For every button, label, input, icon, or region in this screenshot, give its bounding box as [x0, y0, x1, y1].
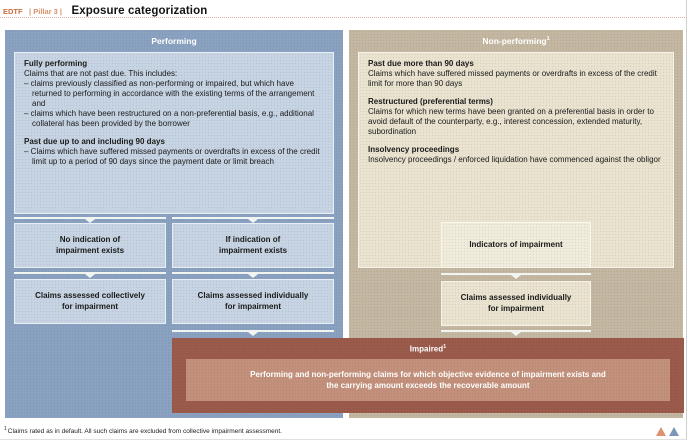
no-indication-impairment-box: No indication of impairment exists [14, 223, 166, 268]
bullet-item: – claims previously classified as non-pe… [24, 79, 315, 108]
claims-collective-assessment-box: Claims assessed collectively for impairm… [14, 279, 166, 324]
past-due-more-90-section: Past due more than 90 days Claims which … [368, 59, 664, 89]
bullet-item: – Claims which have suffered missed paym… [24, 147, 320, 166]
section-body: Claims for which new terms have been gra… [368, 107, 654, 136]
performing-panel-title: Performing [151, 36, 197, 46]
performing-definitions-box: Fully performing Claims that are not pas… [14, 52, 334, 214]
if-indication-impairment-box: If indication of impairment exists [172, 223, 334, 268]
nav-triangle-orange-icon [656, 427, 666, 436]
insolvency-section: Insolvency proceedings Insolvency procee… [368, 145, 664, 165]
flow-arrow-down-icon [441, 330, 591, 336]
impaired-definition-box: Performing and non-performing claims for… [186, 359, 670, 401]
page-title: Exposure categorization [71, 5, 208, 17]
footnote-reference: 1 [443, 344, 447, 350]
page-header: EDTF | Pillar 3 | Exposure categorizatio… [3, 1, 207, 17]
header-divider [0, 17, 686, 18]
section-heading: Insolvency proceedings [368, 145, 460, 154]
flow-arrow-down-icon [172, 330, 334, 336]
bullet-item: – claims which have been restructured on… [24, 109, 314, 128]
performing-panel: Performing Fully performing Claims that … [5, 30, 343, 418]
flow-arrow-down-icon [14, 217, 166, 223]
panel-title-text: Non-performing [482, 36, 547, 46]
section-heading: Past due more than 90 days [368, 59, 474, 68]
brand-label: EDTF [3, 7, 23, 16]
claims-individual-assessment-box: Claims assessed individually for impairm… [172, 279, 334, 324]
footnote-reference: 1 [546, 36, 550, 43]
past-due-90-section: Past due up to and including 90 days – C… [24, 137, 324, 167]
flow-arrow-down-icon [172, 217, 334, 223]
section-body: Insolvency proceedings / enforced liquid… [368, 155, 661, 164]
section-body: Claims which have suffered missed paymen… [368, 69, 657, 88]
impaired-title: Impaired1 [172, 344, 684, 354]
indicators-of-impairment-box: Indicators of impairment [441, 222, 591, 268]
nav-triangle-blue-icon [669, 427, 679, 436]
flow-arrow-down-icon [441, 273, 591, 279]
restructured-section: Restructured (preferential terms) Claims… [368, 97, 664, 137]
pillar-label: | Pillar 3 | [29, 7, 63, 16]
footnote-marker: 1 [4, 426, 7, 432]
section-heading: Past due up to and including 90 days [24, 137, 165, 146]
section-heading: Restructured (preferential terms) [368, 97, 493, 106]
impaired-title-text: Impaired [409, 344, 444, 354]
flow-arrow-down-icon [172, 272, 334, 278]
flow-arrow-down-icon [14, 272, 166, 278]
section-heading: Fully performing [24, 59, 88, 68]
nonperforming-panel-title: Non-performing1 [349, 36, 683, 46]
impaired-box: Impaired1 Performing and non-performing … [172, 338, 684, 413]
footnote: 1Claims rated as in default. All such cl… [4, 426, 282, 435]
claims-individual-assessment-box: Claims assessed individually for impairm… [441, 281, 591, 326]
page-nav-markers [656, 427, 679, 436]
section-intro: Claims that are not past due. This inclu… [24, 69, 178, 78]
fully-performing-section: Fully performing Claims that are not pas… [24, 59, 324, 129]
footnote-text: Claims rated as in default. All such cla… [7, 428, 282, 436]
